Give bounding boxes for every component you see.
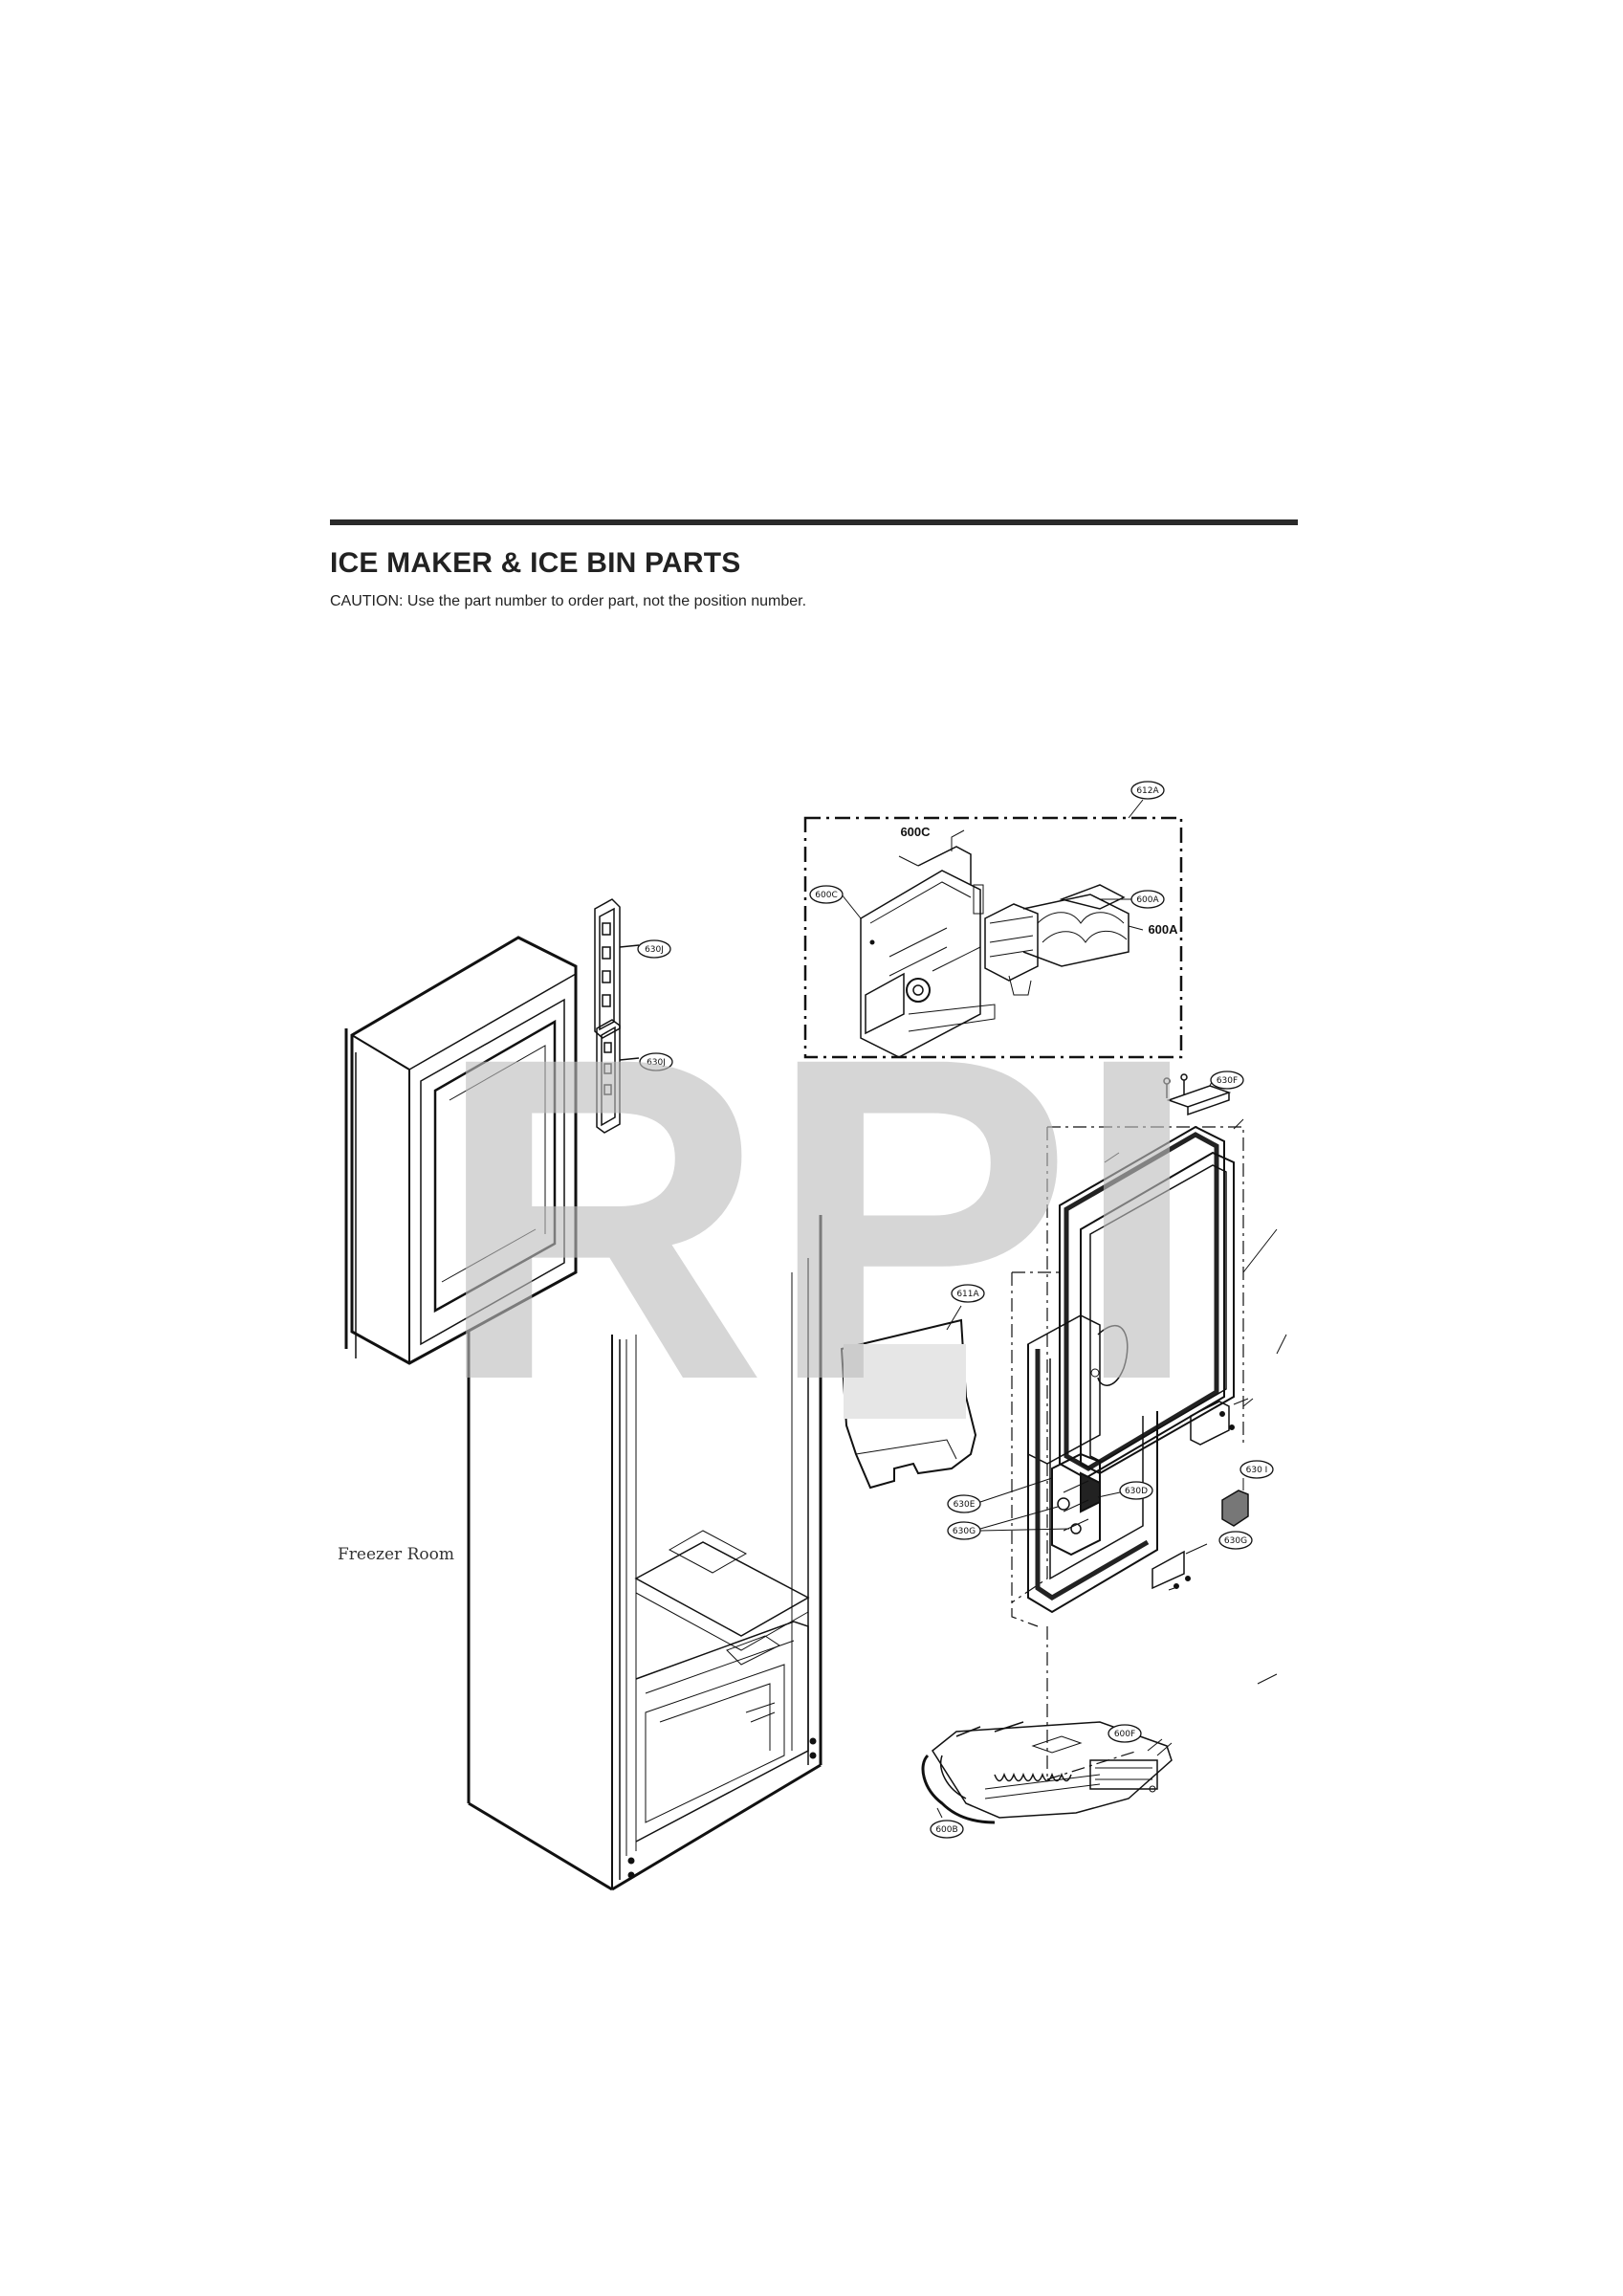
svg-text:630E: 630E — [954, 1500, 976, 1510]
callout-630f: 630F — [1210, 1071, 1244, 1090]
callout-611a: 611A — [951, 1284, 985, 1303]
svg-text:630F: 630F — [1217, 1076, 1238, 1086]
ice-bin-door-assembly — [1011, 1073, 1287, 1780]
callout-630j-upper: 630J — [637, 939, 671, 959]
svg-text:600A: 600A — [1148, 922, 1178, 937]
header-rule — [330, 519, 1298, 525]
svg-text:600B: 600B — [935, 1825, 957, 1835]
svg-text:612A: 612A — [1136, 786, 1159, 796]
callout-600a-bold: 600A — [1148, 922, 1178, 937]
svg-text:630 I: 630 I — [1246, 1466, 1268, 1475]
freezer-room-label: Freezer Room — [338, 1545, 454, 1564]
callout-600a: 600A — [1130, 890, 1165, 909]
icemaker-assembly-box — [803, 799, 1183, 1059]
gasket-630j-lower — [596, 1019, 640, 1134]
callout-630g: 630G — [1218, 1531, 1253, 1550]
svg-text:600F: 600F — [1114, 1730, 1135, 1739]
page-title: ICE MAKER & ICE BIN PARTS — [330, 547, 741, 579]
svg-text:600A: 600A — [1136, 895, 1159, 905]
callout-630j-lower: 630J — [639, 1052, 673, 1071]
svg-text:600C: 600C — [900, 825, 931, 839]
callout-600c-bold: 600C — [900, 825, 931, 839]
callout-630d: 630D — [1097, 1481, 1153, 1500]
freezer-cabinet — [344, 1028, 822, 1891]
panel-611a — [840, 1305, 977, 1490]
callout-612a: 612A — [1130, 781, 1165, 800]
callout-600f: 600F — [1108, 1724, 1142, 1743]
callout-630i: 630 I — [1239, 1460, 1274, 1479]
svg-text:600C: 600C — [815, 891, 837, 900]
svg-text:611A: 611A — [956, 1290, 979, 1299]
callout-630g-left: 630G — [947, 1506, 1070, 1540]
svg-text:630G: 630G — [1224, 1536, 1247, 1546]
callout-600c: 600C — [809, 885, 844, 904]
svg-text:630G: 630G — [953, 1527, 976, 1536]
svg-text:630J: 630J — [647, 1058, 666, 1068]
caution-note: CAUTION: Use the part number to order pa… — [330, 593, 807, 609]
callout-630e: 630E — [947, 1477, 1053, 1513]
ice-bin-600b — [921, 1721, 1173, 1824]
rpi-watermark: RPI — [435, 961, 1200, 1475]
dispenser-frame — [350, 936, 578, 1365]
callout-600b: 600B — [930, 1820, 964, 1839]
svg-text:630D: 630D — [1125, 1487, 1148, 1496]
svg-text:630J: 630J — [645, 945, 664, 955]
